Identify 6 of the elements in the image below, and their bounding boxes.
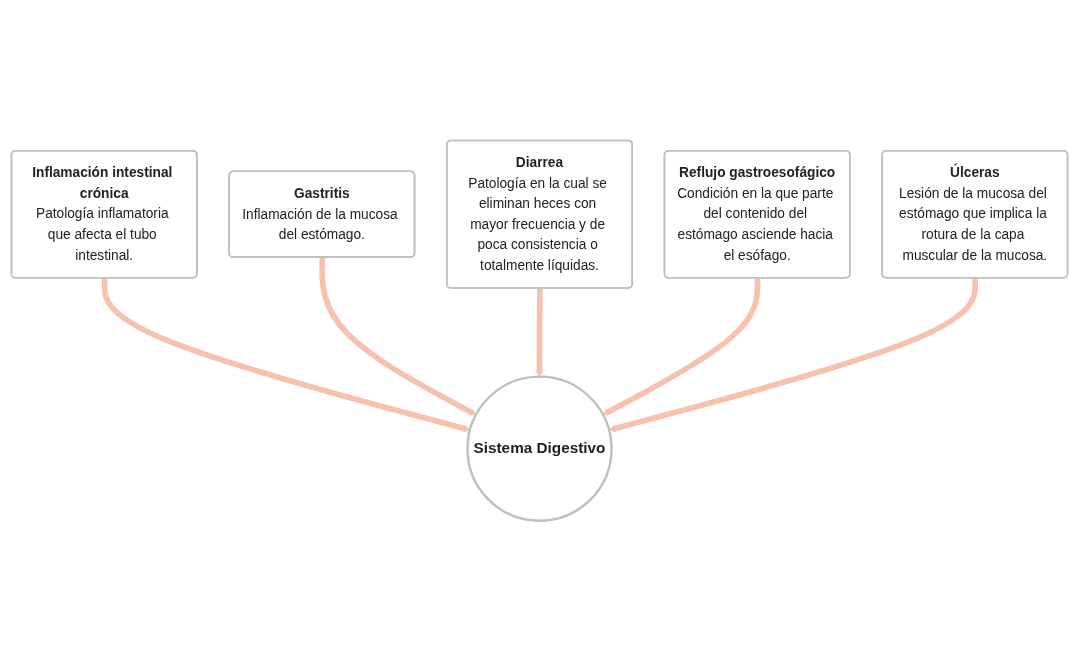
- arrow: [319, 257, 477, 417]
- arrow: [602, 278, 761, 417]
- arrow: [535, 288, 544, 378]
- node-circle: Sistema Digestivo: [466, 375, 613, 523]
- arrow: [101, 278, 471, 433]
- arrow: [608, 278, 979, 433]
